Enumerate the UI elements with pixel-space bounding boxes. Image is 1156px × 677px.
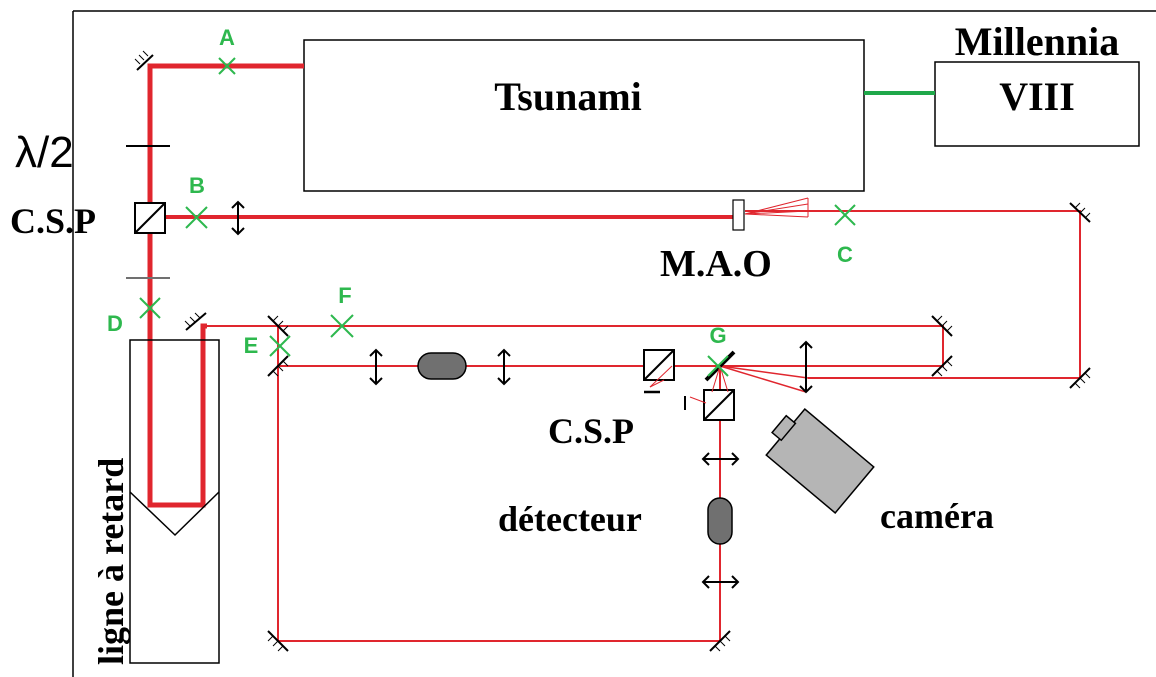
point-g-label: G <box>709 323 726 348</box>
mirror-e-bottom <box>267 355 289 377</box>
mirror-upper-right-2 <box>931 355 953 377</box>
csp-bottom-label: C.S.P <box>548 411 634 451</box>
tsunami-laser-box <box>303 39 865 192</box>
mao-diffraction-fan <box>744 197 809 218</box>
lens-detector-top <box>701 452 740 466</box>
detector-label: détecteur <box>498 499 642 539</box>
mirror-upper-right-1 <box>931 315 953 337</box>
point-f: F <box>330 283 354 338</box>
mao-label: M.A.O <box>660 243 772 285</box>
mirror-top-left <box>134 50 154 71</box>
point-e-label: E <box>244 333 259 358</box>
point-b-label: B <box>189 173 205 198</box>
delay-line-stage <box>129 339 220 664</box>
lens-probe-1 <box>369 348 383 386</box>
main-beam-top <box>147 63 304 508</box>
delay-line-retroreflector <box>129 491 220 537</box>
point-c: C <box>834 204 856 267</box>
point-f-label: F <box>338 283 351 308</box>
polarizing-cube-detector <box>684 365 735 421</box>
mirror-right-bottom <box>1069 367 1091 389</box>
point-d: D <box>107 297 161 336</box>
millennia-laser-box <box>934 61 1140 147</box>
point-a: A <box>218 25 236 75</box>
point-b: B <box>185 173 208 229</box>
polarizing-cube-probe <box>643 349 675 394</box>
lens-detector-bottom <box>701 575 740 589</box>
camera-label: caméra <box>880 496 994 536</box>
mao-beam-to-mirror <box>745 210 1081 379</box>
mirror-right-top <box>1069 202 1091 223</box>
upper-return-beam <box>203 325 944 367</box>
tsunami-label: Tsunami <box>494 74 642 119</box>
lens-pump <box>799 340 813 394</box>
mirror-e-top <box>267 315 289 337</box>
polarizing-cube-top <box>134 202 166 234</box>
csp-top-label: C.S.P <box>10 201 96 241</box>
delay-line-label: ligne à retard <box>91 458 131 665</box>
point-e: E <box>244 333 291 358</box>
mirror-delay-top <box>184 312 207 331</box>
detector-element <box>707 497 733 545</box>
millennia-label-line1: Millennia <box>955 19 1119 64</box>
point-c-label: C <box>837 242 853 267</box>
lens-b <box>231 200 245 236</box>
reflected-beam-2 <box>719 365 807 393</box>
reflected-beam <box>719 365 809 379</box>
mirror-bottom-right <box>709 630 731 652</box>
camera-device <box>765 408 875 514</box>
lens-probe-2 <box>497 348 511 386</box>
point-d-label: D <box>107 311 123 336</box>
mao-crystal <box>732 199 745 231</box>
millennia-label-line2: VIII <box>999 74 1075 119</box>
mirror-bottom-left <box>267 630 289 652</box>
point-a-label: A <box>219 25 235 50</box>
point-g: G <box>707 323 729 377</box>
nonlinear-crystal <box>417 352 467 380</box>
half-wave-plate-label: λ/2 <box>15 128 74 177</box>
